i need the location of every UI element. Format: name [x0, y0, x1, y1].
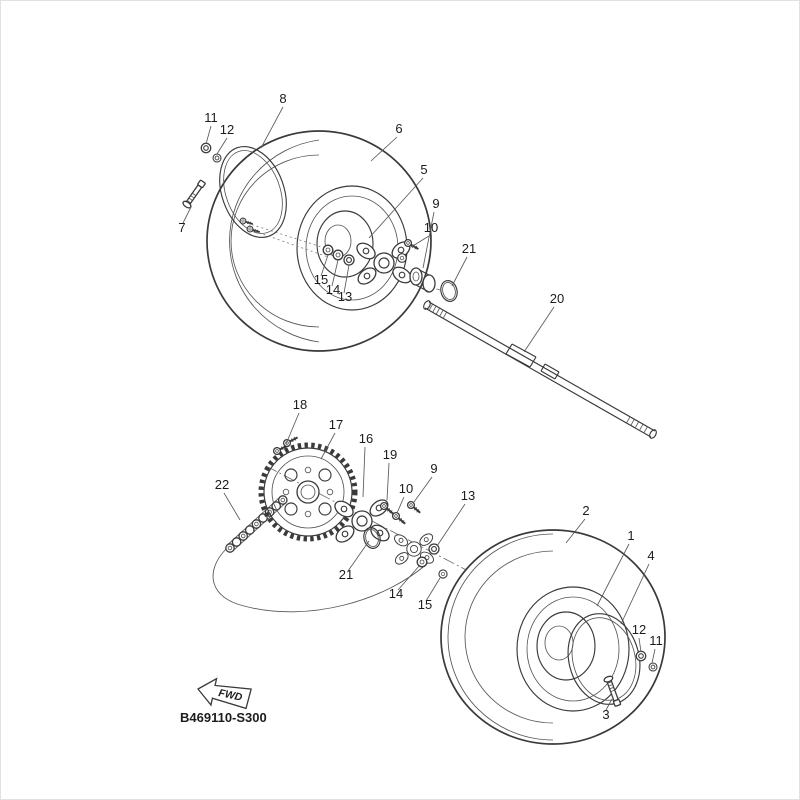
- leader-9b: [413, 476, 433, 503]
- leader-10b: [396, 496, 405, 514]
- callout-4: 4: [647, 548, 654, 563]
- callout-10-a: 10: [424, 220, 438, 235]
- callout-22: 22: [215, 477, 229, 492]
- bottom-wheel-assembly: [440, 529, 666, 745]
- valve-nut-top: [200, 142, 212, 154]
- callout-17: 17: [329, 417, 343, 432]
- leader-lines: [182, 106, 656, 711]
- callout-2: 2: [582, 503, 589, 518]
- leader-12a: [216, 137, 228, 155]
- callout-8: 8: [279, 91, 286, 106]
- callout-16: 16: [359, 431, 373, 446]
- leader-14a: [331, 259, 339, 287]
- callout-14-a: 14: [326, 282, 340, 297]
- callout-12-b: 12: [632, 622, 646, 637]
- phantom-stud-line: [246, 222, 335, 252]
- top-wheel-assembly: [181, 130, 461, 352]
- bearing-collar-top: [409, 267, 436, 293]
- callout-21-b: 21: [339, 567, 353, 582]
- leader-12b: [638, 637, 642, 653]
- leader-11a: [205, 125, 212, 145]
- callout-12-a: 12: [220, 122, 234, 137]
- diagram-code: B469110-S300: [180, 710, 267, 725]
- valve-washer-top: [212, 153, 222, 163]
- leader-15a: [320, 254, 329, 277]
- leader-19: [386, 462, 390, 501]
- tire-valve-top: [181, 178, 208, 210]
- callout-15-a: 15: [314, 272, 328, 287]
- rear-tire-top: [206, 130, 432, 352]
- fwd-arrow: FWD: [197, 677, 252, 710]
- leader-16: [362, 446, 366, 498]
- leader-14b: [397, 564, 421, 591]
- callout-21-a: 21: [462, 241, 476, 256]
- phantom-stud-line: [253, 230, 329, 258]
- leader-7: [182, 206, 192, 224]
- callout-11-b: 11: [649, 633, 663, 648]
- callout-15-b: 15: [418, 597, 432, 612]
- hub-washer-top: [322, 244, 334, 256]
- callout-19: 19: [383, 447, 397, 462]
- leader-3: [605, 698, 613, 711]
- leader-6: [370, 136, 398, 162]
- callout-13-b: 13: [461, 488, 475, 503]
- hub-nut-top: [343, 254, 355, 266]
- hub-bolt: [390, 510, 409, 528]
- callout-5: 5: [420, 162, 427, 177]
- leader-10a: [410, 235, 430, 248]
- callout-1: 1: [627, 528, 634, 543]
- drive-assembly: [212, 433, 448, 613]
- leader-21a: [451, 256, 468, 287]
- callout-10-b: 10: [399, 481, 413, 496]
- leader-13a: [343, 264, 350, 294]
- leader-18: [285, 412, 300, 445]
- leader-5: [368, 177, 424, 239]
- callout-20: 20: [550, 291, 564, 306]
- sprocket: [258, 442, 358, 542]
- leader-22: [223, 492, 241, 521]
- callout-3: 3: [602, 707, 609, 722]
- axle-lock-washer: [438, 569, 448, 579]
- callout-9-a: 9: [432, 196, 439, 211]
- callout-11-a: 11: [204, 110, 218, 125]
- axle-shaft: [423, 300, 657, 439]
- axle-washer: [416, 556, 428, 568]
- leader-4: [620, 563, 650, 625]
- callout-7: 7: [178, 220, 185, 235]
- leader-20: [523, 306, 555, 353]
- leader-2: [565, 518, 586, 544]
- callout-13-a: 13: [338, 289, 352, 304]
- valve-washer-bottom: [648, 662, 658, 672]
- valve-nut-bottom: [635, 650, 647, 662]
- callout-9-b: 9: [430, 461, 437, 476]
- leader-21b: [347, 540, 370, 572]
- leader-8: [260, 106, 284, 149]
- callout-14-b: 14: [389, 586, 403, 601]
- leader-15b: [425, 577, 441, 602]
- leader-17: [320, 432, 336, 460]
- leader-13b: [436, 503, 466, 547]
- hub-washer-top: [332, 249, 344, 261]
- leader-1: [596, 543, 630, 607]
- leader-9a: [422, 211, 435, 269]
- leader-11b: [651, 648, 656, 664]
- chain-loop-outline: [212, 548, 430, 613]
- o-ring-top: [437, 278, 461, 304]
- callout-18: 18: [293, 397, 307, 412]
- hub-bolt: [405, 499, 424, 517]
- collar-washer-top: [397, 253, 407, 263]
- fwd-label: FWD: [217, 687, 243, 704]
- callout-6: 6: [395, 121, 402, 136]
- callouts: 8 11 12 6 5 7 9 10 21 15 14 13 20 18 17 …: [178, 91, 662, 722]
- rear-tire-bottom: [440, 529, 666, 745]
